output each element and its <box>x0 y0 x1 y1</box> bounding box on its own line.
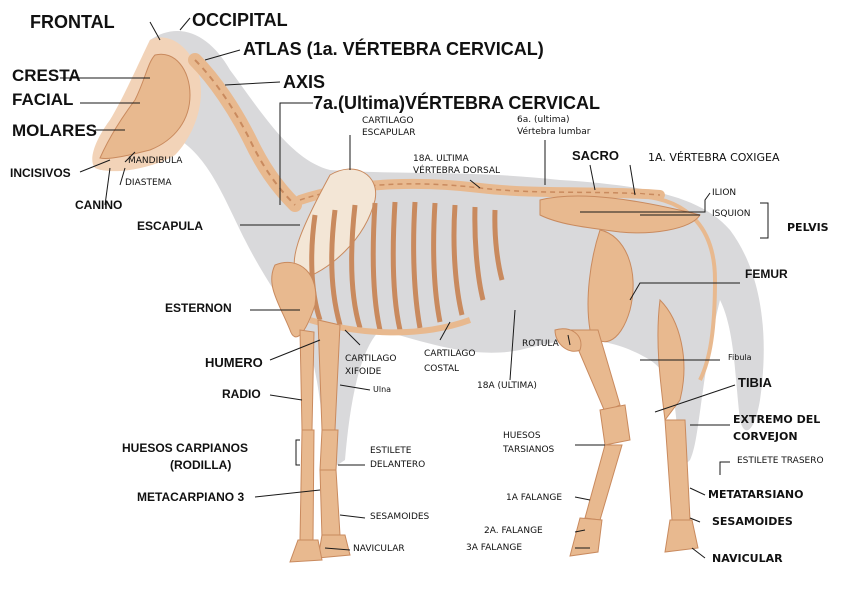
label-sesamoides-front: SESAMOIDES <box>370 513 429 522</box>
label-lumbar-1: 6a. (ultima) <box>517 116 570 125</box>
label-axis: AXIS <box>283 73 325 91</box>
label-rotula: ROTULA <box>522 340 559 349</box>
label-humero: HUMERO <box>205 356 263 369</box>
label-dorsal-2: VÉRTEBRA DORSAL <box>413 167 500 176</box>
label-pelvis: PELVIS <box>787 222 829 233</box>
label-sacro: SACRO <box>572 149 619 162</box>
label-femur: FEMUR <box>745 268 788 280</box>
label-costilla-18: 18A (ULTIMA) <box>477 382 537 391</box>
label-metacarpiano: METACARPIANO 3 <box>137 491 244 503</box>
label-navicular-front: NAVICULAR <box>353 545 405 554</box>
label-isquion: ISQUION <box>712 210 751 219</box>
label-cartilago-xifoide-1: CARTILAGO <box>345 355 396 364</box>
label-carpianos-2: (RODILLA) <box>170 459 231 471</box>
label-mandibula: MANDIBULA <box>128 157 182 166</box>
label-cartilago-escapular-2: ESCAPULAR <box>362 129 416 138</box>
label-corvejon-1: EXTREMO DEL <box>733 414 820 425</box>
label-dorsal-1: 18A. ULTIMA <box>413 155 469 164</box>
label-tarsianos-2: TARSIANOS <box>503 446 554 455</box>
label-fibula: Fibula <box>728 354 752 362</box>
label-corvejon-2: CORVEJON <box>733 431 798 442</box>
label-atlas: ATLAS (1a. VÉRTEBRA CERVICAL) <box>243 40 544 58</box>
label-diastema: DIASTEMA <box>125 179 172 188</box>
label-falange1: 1A FALANGE <box>506 494 562 503</box>
label-radio: RADIO <box>222 388 261 400</box>
label-cervical7: 7a.(Ultima)VÉRTEBRA CERVICAL <box>313 94 600 112</box>
label-sesamoides-rear: SESAMOIDES <box>712 516 793 527</box>
label-facial: FACIAL <box>12 91 73 108</box>
label-estilete-trasero: ESTILETE TRASERO <box>737 457 824 466</box>
label-ulna: Ulna <box>373 386 391 394</box>
label-cartilago-escapular-1: CARTILAGO <box>362 117 413 126</box>
label-tarsianos-1: HUESOS <box>503 432 541 441</box>
label-carpianos-1: HUESOS CARPIANOS <box>122 442 248 454</box>
label-occipital: OCCIPITAL <box>192 11 288 29</box>
label-cresta: CRESTA <box>12 67 81 84</box>
label-canino: CANINO <box>75 199 122 211</box>
label-falange3: 3A FALANGE <box>466 544 522 553</box>
label-frontal: FRONTAL <box>30 13 115 31</box>
label-ilion: ILION <box>712 189 736 198</box>
label-cartilago-costal-2: COSTAL <box>424 365 459 374</box>
label-escapula: ESCAPULA <box>137 220 203 232</box>
label-cartilago-costal-1: CARTILAGO <box>424 350 475 359</box>
label-estilete-delantero-1: ESTILETE <box>370 447 411 456</box>
label-metatarsiano: METATARSIANO <box>708 489 804 500</box>
label-incisivos: INCISIVOS <box>10 167 71 179</box>
label-estilete-delantero-2: DELANTERO <box>370 461 425 470</box>
label-esternon: ESTERNON <box>165 302 232 314</box>
label-lumbar-2: Vértebra lumbar <box>517 128 590 137</box>
label-cartilago-xifoide-2: XIFOIDE <box>345 368 381 377</box>
label-tibia: TIBIA <box>738 376 772 389</box>
label-navicular-rear: NAVICULAR <box>712 553 783 564</box>
label-coxigea: 1A. VÉRTEBRA COXIGEA <box>648 152 780 163</box>
label-molares: MOLARES <box>12 122 97 139</box>
label-falange2: 2A. FALANGE <box>484 527 543 536</box>
